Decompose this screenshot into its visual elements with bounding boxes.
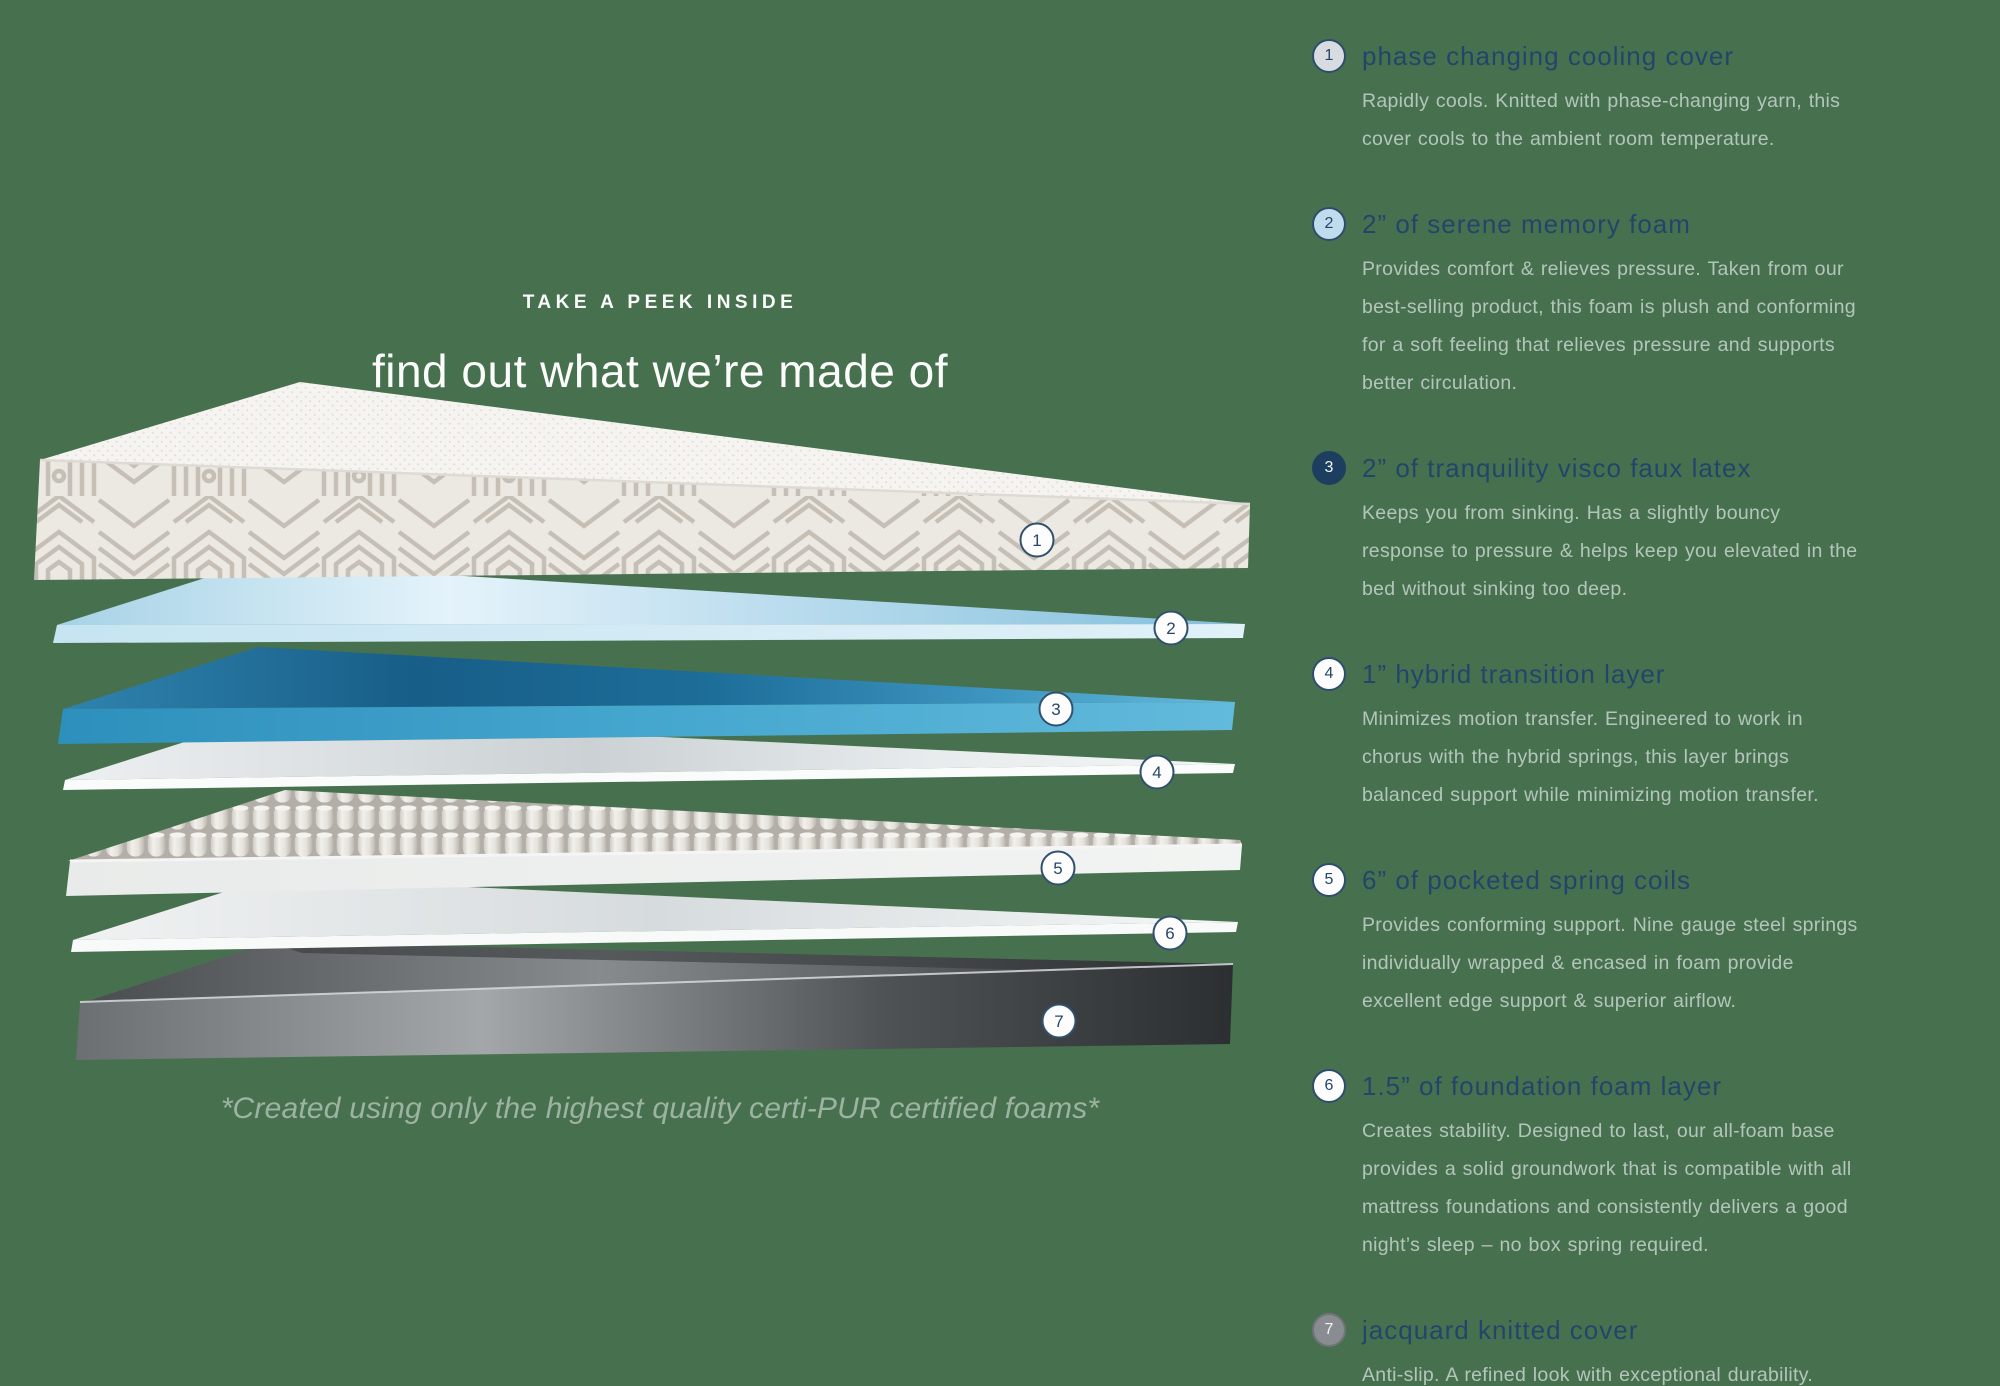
section-title-2: 2” of serene memory foam — [1362, 209, 1691, 239]
svg-text:1: 1 — [1032, 531, 1041, 550]
section-badge-2: 2 — [1312, 207, 1346, 241]
section-text-2: 2” of serene memory foam Provides comfor… — [1362, 206, 1867, 402]
section-badge-6: 6 — [1312, 1069, 1346, 1103]
svg-text:3: 3 — [1051, 700, 1060, 719]
layer-section-5: 5 6” of pocketed spring coils Provides c… — [1312, 862, 1972, 1020]
layer-info-list: 1 phase changing cooling cover Rapidly c… — [1312, 38, 1972, 1386]
section-title-3: 2” of tranquility visco faux latex — [1362, 453, 1752, 483]
diagram-layer-2-memory-foam — [53, 563, 1245, 643]
diagram-badge-3: 3 — [1038, 691, 1074, 727]
layer-section-1: 1 phase changing cooling cover Rapidly c… — [1312, 38, 1972, 158]
svg-text:5: 5 — [1053, 859, 1062, 878]
diagram-layer-5-spring-coils — [66, 790, 1243, 896]
diagram-layer-7-bottom-cover — [76, 942, 1234, 1060]
section-body-1: Rapidly cools. Knitted with phase-changi… — [1362, 90, 1841, 150]
diagram-badge-4: 4 — [1139, 754, 1175, 790]
diagram-badge-7: 7 — [1041, 1003, 1077, 1039]
svg-text:2: 2 — [1166, 619, 1175, 638]
section-text-7: jacquard knitted cover Anti-slip. A refi… — [1362, 1312, 1867, 1386]
section-badge-4: 4 — [1312, 657, 1346, 691]
section-badge-3: 3 — [1312, 451, 1346, 485]
layer-section-4: 4 1” hybrid transition layer Minimizes m… — [1312, 656, 1972, 814]
section-title-1: phase changing cooling cover — [1362, 41, 1735, 71]
section-text-3: 2” of tranquility visco faux latex Keeps… — [1362, 450, 1867, 608]
diagram-layer-6-foundation-foam — [71, 878, 1238, 952]
diagram-layer-1-cooling-cover — [34, 382, 1251, 580]
section-body-7: Anti-slip. A refined look with exception… — [1362, 1364, 1814, 1386]
section-title-4: 1” hybrid transition layer — [1362, 659, 1666, 689]
diagram-badge-2: 2 — [1153, 610, 1189, 646]
svg-text:4: 4 — [1152, 763, 1161, 782]
diagram-badge-1: 1 — [1019, 522, 1055, 558]
page-title: find out what we’re made of — [371, 345, 949, 397]
hero-block: TAKE A PEEK INSIDE find out what we’re m… — [20, 0, 1300, 1386]
section-body-2: Provides comfort & relieves pressure. Ta… — [1362, 258, 1856, 394]
layer-section-2: 2 2” of serene memory foam Provides comf… — [1312, 206, 1972, 402]
svg-text:6: 6 — [1165, 924, 1174, 943]
layer-section-6: 6 1.5” of foundation foam layer Creates … — [1312, 1068, 1972, 1264]
diagram-badge-6: 6 — [1152, 915, 1188, 951]
layer-section-7: 7 jacquard knitted cover Anti-slip. A re… — [1312, 1312, 1972, 1386]
section-badge-5: 5 — [1312, 863, 1346, 897]
section-body-4: Minimizes motion transfer. Engineered to… — [1362, 708, 1819, 806]
svg-text:7: 7 — [1054, 1012, 1063, 1031]
diagram-layer-3-visco-faux-latex — [58, 647, 1235, 744]
section-badge-1: 1 — [1312, 39, 1346, 73]
section-body-5: Provides conforming support. Nine gauge … — [1362, 914, 1858, 1012]
section-body-6: Creates stability. Designed to last, our… — [1362, 1120, 1852, 1256]
mattress-diagram: 1 2 3 4 5 — [20, 372, 1270, 1072]
section-text-1: phase changing cooling cover Rapidly coo… — [1362, 38, 1867, 158]
mattress-exploded-illustration: 1 2 3 4 5 — [34, 382, 1251, 1060]
section-text-4: 1” hybrid transition layer Minimizes mot… — [1362, 656, 1867, 814]
section-title-5: 6” of pocketed spring coils — [1362, 865, 1692, 895]
section-badge-7: 7 — [1312, 1313, 1346, 1347]
layer-section-3: 3 2” of tranquility visco faux latex Kee… — [1312, 450, 1972, 608]
intro-eyebrow: TAKE A PEEK INSIDE — [522, 292, 798, 313]
section-text-6: 1.5” of foundation foam layer Creates st… — [1362, 1068, 1867, 1264]
certipur-footnote: *Created using only the highest quality … — [220, 1092, 1100, 1125]
section-title-6: 1.5” of foundation foam layer — [1362, 1071, 1722, 1101]
section-title-7: jacquard knitted cover — [1362, 1315, 1639, 1345]
section-body-3: Keeps you from sinking. Has a slightly b… — [1362, 502, 1858, 600]
diagram-badge-5: 5 — [1040, 850, 1076, 886]
section-text-5: 6” of pocketed spring coils Provides con… — [1362, 862, 1867, 1020]
